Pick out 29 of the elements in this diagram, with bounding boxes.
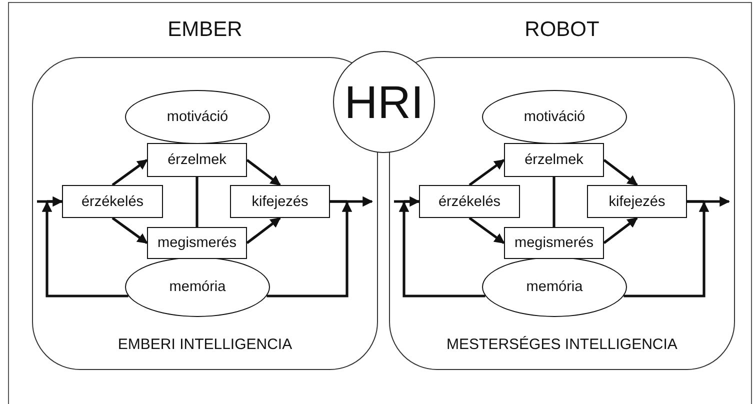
process-box: érzékelés: [419, 185, 520, 218]
process-box: érzelmek: [504, 143, 604, 177]
arrow: [246, 216, 281, 244]
process-box: megismerés: [504, 227, 604, 259]
arrow: [246, 158, 281, 186]
panel-caption: EMBERI INTELLIGENCIA: [116, 336, 294, 353]
panel-caption: MESTERSÉGES INTELLIGENCIA: [446, 336, 678, 353]
process-box: megismerés: [147, 227, 247, 259]
arrow: [468, 158, 505, 186]
arrow: [112, 158, 148, 186]
process-box: kifejezés: [587, 185, 687, 218]
feedback-arrow: [624, 200, 710, 298]
feedback-arrow: [398, 200, 486, 298]
feedback-arrow: [42, 200, 128, 298]
panel-heading: ROBOT: [524, 18, 600, 42]
ellipse-node: memória: [125, 257, 270, 317]
process-box: érzelmek: [147, 143, 247, 177]
ellipse-node: motiváció: [482, 90, 627, 144]
circle-node: HRI: [333, 51, 435, 153]
process-box: érzékelés: [62, 185, 163, 218]
arrow: [112, 216, 148, 244]
panel-heading: EMBER: [166, 18, 244, 42]
arrow: [468, 216, 505, 244]
arrow: [603, 216, 638, 244]
ellipse-node: memória: [482, 257, 627, 317]
process-box: kifejezés: [230, 185, 330, 218]
arrow: [603, 158, 638, 186]
ellipse-node: motiváció: [125, 90, 270, 144]
feedback-arrow: [266, 200, 352, 298]
